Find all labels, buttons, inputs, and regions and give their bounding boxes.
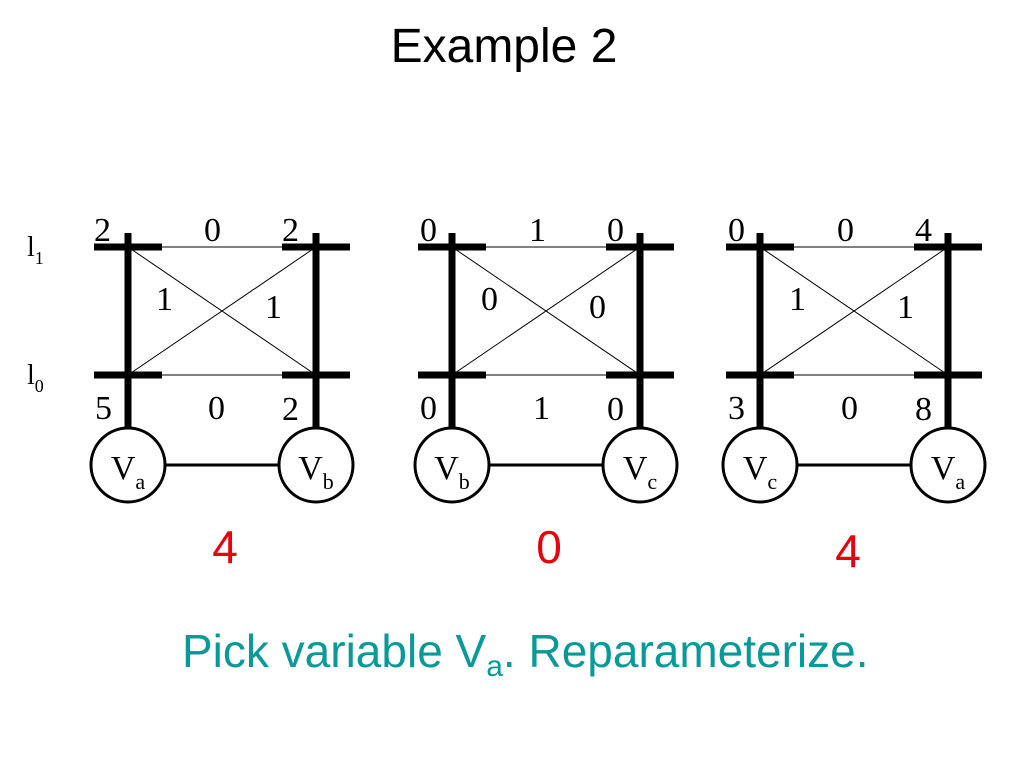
edge-cross-up xyxy=(759,246,949,376)
unary-left-l0: 0 xyxy=(420,390,437,427)
node-left-label: Va xyxy=(111,450,146,494)
node-left-label: Vb xyxy=(434,450,470,494)
unary-right-l1: 0 xyxy=(607,212,624,249)
node-right-label: Vb xyxy=(298,450,334,494)
pairwise-top: 1 xyxy=(529,212,546,249)
unary-left-l1: 0 xyxy=(420,212,437,249)
lower-bound-value: 0 xyxy=(536,521,562,573)
pairwise-cross-right: 0 xyxy=(589,289,606,326)
node-right-label: Vc xyxy=(623,450,658,494)
unary-left-l1: 0 xyxy=(728,212,745,249)
edge-cross-up xyxy=(451,246,641,376)
unary-right-l1: 2 xyxy=(282,212,299,249)
pairwise-cross-left: 1 xyxy=(789,281,806,318)
node-left xyxy=(721,426,799,504)
edge-cross-up xyxy=(127,246,317,376)
row-label-l0: l0 xyxy=(27,360,44,396)
unary-right-l1: 4 xyxy=(915,212,932,249)
unary-left-l1: 2 xyxy=(94,212,111,249)
unary-right-l0: 8 xyxy=(915,391,932,428)
unary-right-l0: 2 xyxy=(282,391,299,428)
pairwise-cross-right: 1 xyxy=(265,289,282,326)
node-right xyxy=(277,426,355,504)
node-left xyxy=(89,426,167,504)
pairwise-cross-left: 0 xyxy=(481,281,498,318)
node-right xyxy=(601,426,679,504)
slide-title: Example 2 xyxy=(391,20,618,73)
node-right xyxy=(909,426,987,504)
unary-left-l0: 5 xyxy=(95,390,112,427)
pairwise-top: 0 xyxy=(837,212,854,249)
row-label-l1: l1 xyxy=(27,232,44,268)
node-right-label: Va xyxy=(931,450,966,494)
lower-bound-value: 4 xyxy=(835,525,861,577)
lower-bound-value: 4 xyxy=(212,521,238,573)
node-left-label: Vc xyxy=(743,450,778,494)
node-left xyxy=(413,426,491,504)
pairwise-bottom: 0 xyxy=(841,390,858,427)
pairwise-cross-left: 1 xyxy=(156,281,173,318)
pairwise-panel-3: 0 0 4 1 1 3 0 8 Vc Va 4 xyxy=(721,212,987,577)
slide-caption: Pick variable Va. Reparameterize. xyxy=(182,625,869,683)
pairwise-bottom: 1 xyxy=(533,390,550,427)
pairwise-top: 0 xyxy=(204,212,221,249)
unary-left-l0: 3 xyxy=(728,390,745,427)
pairwise-panel-2: 0 1 0 0 0 0 1 0 Vb Vc 0 xyxy=(413,212,679,573)
pairwise-bottom: 0 xyxy=(208,390,225,427)
unary-right-l0: 0 xyxy=(607,391,624,428)
pairwise-panel-1: 2 0 2 1 1 5 0 2 Va Vb 4 xyxy=(89,212,355,573)
pairwise-cross-right: 1 xyxy=(897,289,914,326)
